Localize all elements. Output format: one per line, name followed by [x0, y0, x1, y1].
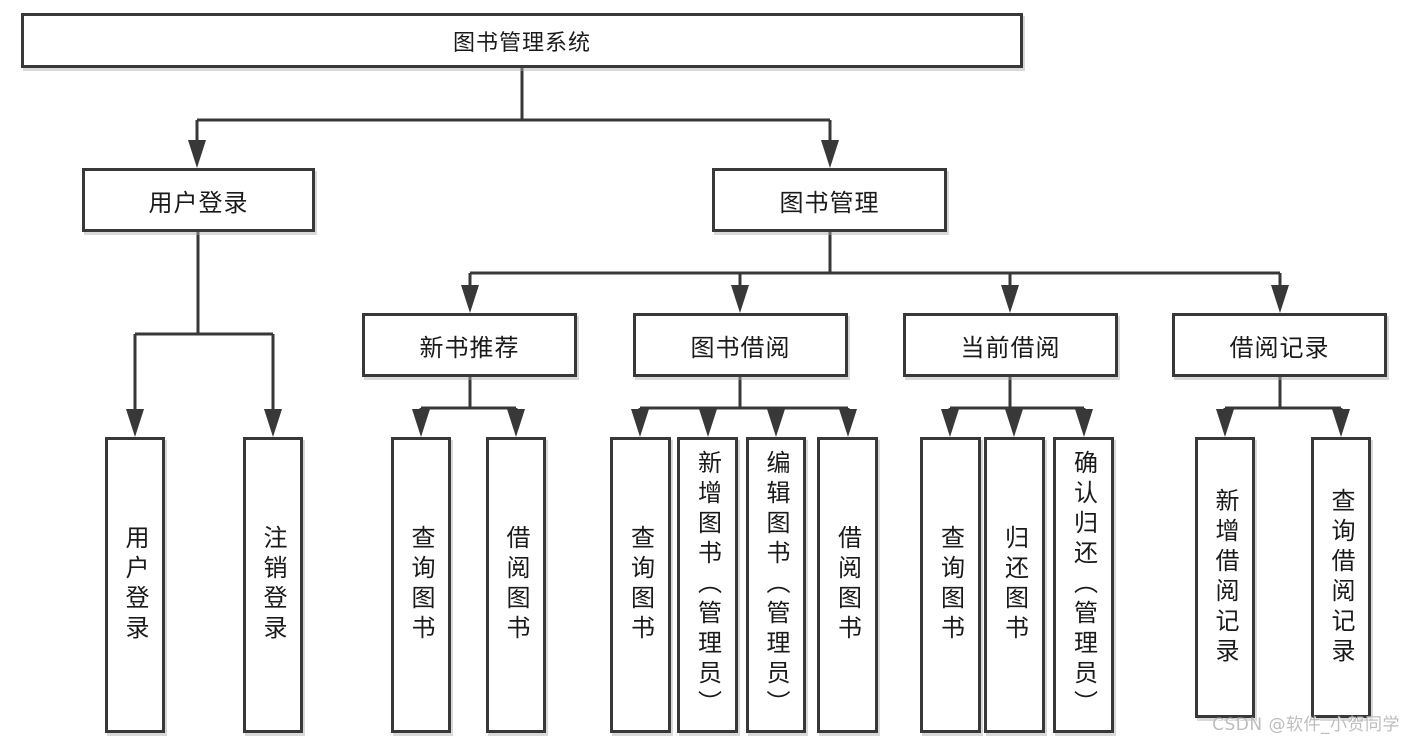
leaf-label: 编辑图书（管理员）	[762, 450, 790, 720]
connector-root	[195, 68, 832, 144]
node-user-login: 用户登录	[82, 168, 315, 232]
leaf-label: 新增图书（管理员）	[693, 450, 722, 720]
arrow-icon	[264, 409, 282, 437]
leaf-label: 确认归还（管理员）	[1069, 450, 1098, 720]
leaf-confirm-return-admin: 确认归还（管理员）	[1053, 437, 1114, 733]
leaf-edit-books-admin: 编辑图书（管理员）	[746, 437, 806, 733]
leaf-return-books: 归还图书	[984, 437, 1045, 733]
arrow-icon	[412, 409, 430, 437]
leaf-borrow-books: 借阅图书	[817, 437, 878, 733]
leaf-add-borrow-record: 新增借阅记录	[1195, 437, 1255, 718]
leaf-query-books-borrow: 查询图书	[610, 437, 671, 733]
node-root-system: 图书管理系统	[21, 13, 1023, 68]
leaf-label: 借阅图书	[833, 525, 862, 645]
leaf-query-borrow-record: 查询借阅记录	[1311, 437, 1371, 718]
arrow-icon	[1005, 409, 1023, 437]
node-current-borrow: 当前借阅	[903, 313, 1118, 377]
connector-new-book	[419, 377, 518, 413]
leaf-user-login: 用户登录	[105, 437, 165, 733]
arrow-icon	[1332, 409, 1350, 437]
arrow-icon	[941, 409, 959, 437]
leaf-label: 查询借阅记录	[1327, 487, 1355, 668]
node-book-borrow: 图书借阅	[633, 313, 848, 377]
node-label: 图书借阅	[690, 333, 791, 362]
leaf-query-books-recommend: 查询图书	[391, 437, 451, 733]
arrow-icon	[767, 409, 785, 437]
arrow-icon	[821, 140, 839, 168]
leaf-label: 新增借阅记录	[1211, 487, 1239, 668]
leaf-label: 查询图书	[407, 525, 435, 645]
leaf-label: 归还图书	[1000, 525, 1029, 645]
arrow-icon	[699, 409, 717, 437]
leaf-label: 借阅图书	[502, 525, 530, 645]
arrow-icon	[507, 409, 525, 437]
arrow-icon	[461, 285, 479, 313]
leaf-label: 查询图书	[936, 525, 965, 645]
node-label: 新书推荐	[419, 333, 520, 362]
node-new-book-recommend: 新书推荐	[362, 313, 577, 377]
arrow-icon	[1075, 409, 1093, 437]
leaf-borrow-books-recommend: 借阅图书	[486, 437, 546, 733]
arrow-icon	[631, 409, 649, 437]
leaf-label: 查询图书	[626, 525, 655, 645]
leaf-label: 用户登录	[121, 525, 149, 645]
leaf-logout: 注销登录	[243, 437, 303, 733]
connector-book-management	[468, 232, 1282, 289]
connector-current-borrow	[948, 377, 1086, 413]
connector-book-borrow	[638, 377, 850, 413]
node-label: 图书管理系统	[452, 30, 591, 56]
arrow-icon	[731, 285, 749, 313]
node-label: 图书管理	[779, 188, 880, 217]
leaf-add-books-admin: 新增图书（管理员）	[677, 437, 738, 733]
node-book-management: 图书管理	[712, 168, 947, 232]
node-borrow-records: 借阅记录	[1172, 313, 1387, 377]
arrow-icon	[1001, 285, 1019, 313]
arrow-icon	[188, 140, 206, 168]
arrowheads	[126, 140, 1350, 437]
node-label: 用户登录	[148, 188, 249, 217]
arrow-icon	[126, 409, 144, 437]
arrow-icon	[1271, 285, 1289, 313]
node-label: 借阅记录	[1229, 333, 1330, 362]
connector-user-login	[133, 232, 275, 413]
arrow-icon	[839, 409, 857, 437]
leaf-query-books-current: 查询图书	[920, 437, 981, 733]
connector-borrow-record	[1223, 377, 1343, 413]
csdn-watermark: CSDN @软件_小贺同学	[1212, 715, 1400, 735]
leaf-label: 注销登录	[259, 525, 287, 645]
arrow-icon	[1216, 409, 1234, 437]
node-label: 当前借阅	[960, 333, 1061, 362]
